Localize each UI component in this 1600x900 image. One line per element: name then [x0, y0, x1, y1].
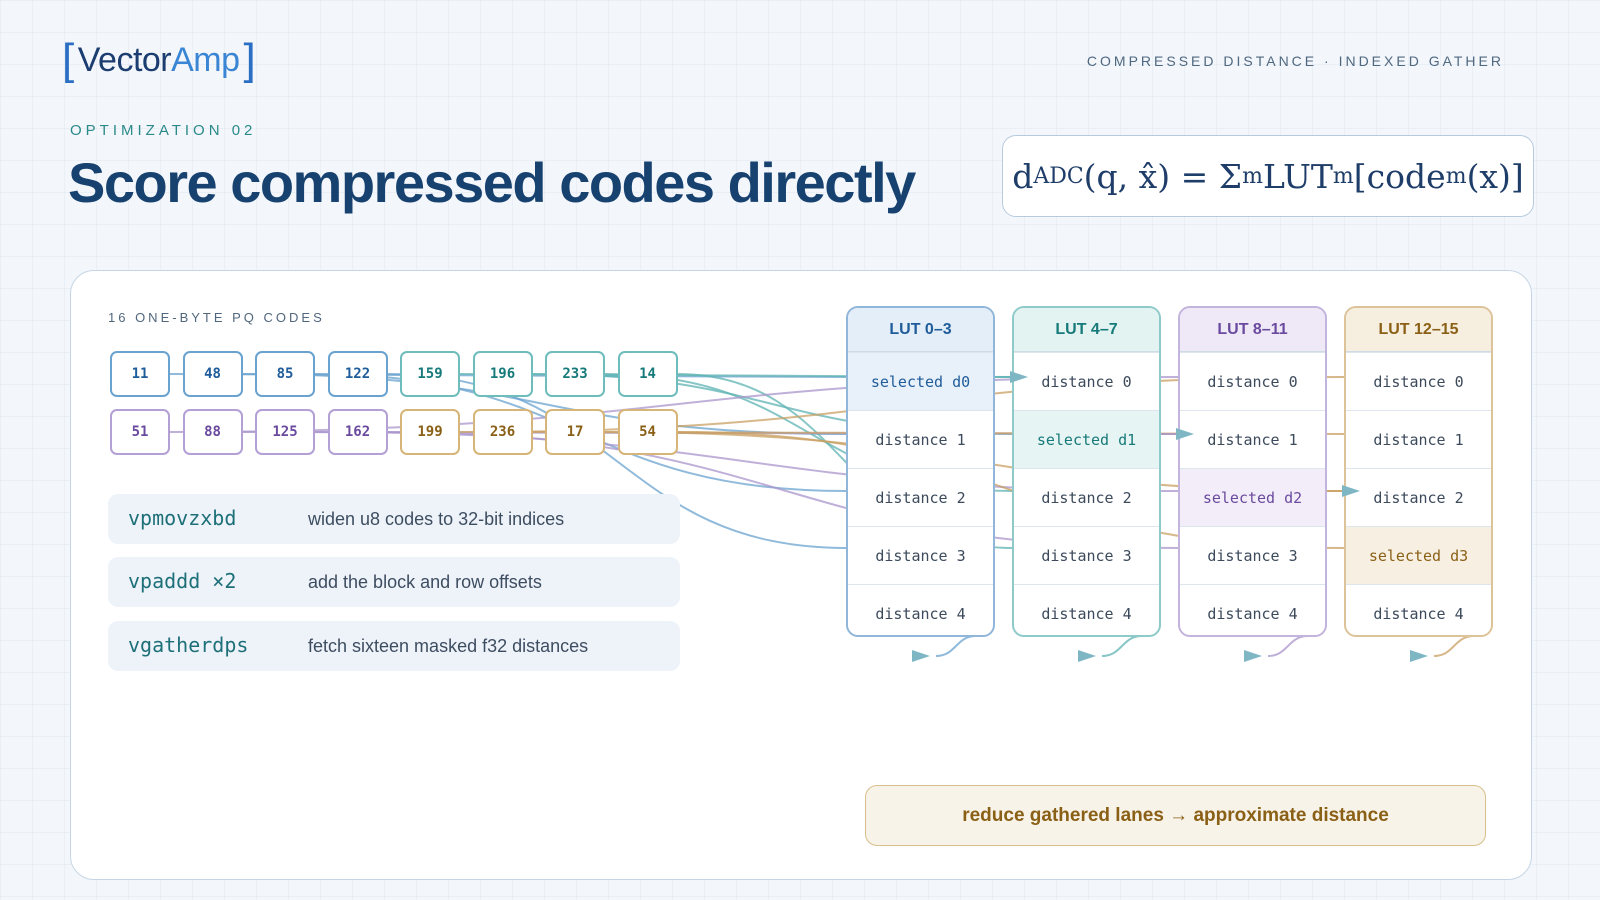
pq-code: 196 [472, 351, 533, 397]
logo-bracket-open: [ [62, 35, 74, 84]
lut-cell: distance 2 [1346, 468, 1491, 526]
arrowhead-icon [1176, 428, 1194, 440]
instruction-row: vpmovzxbd widen u8 codes to 32-bit indic… [108, 494, 680, 544]
arrowhead-icon [1010, 371, 1028, 383]
lut-cell: distance 3 [1014, 526, 1159, 584]
formula-code: [code [1353, 156, 1446, 196]
gather-wire [387, 373, 847, 549]
lut-title: LUT 8–11 [1180, 308, 1325, 352]
logo-bracket-close: ] [243, 35, 256, 84]
arrowhead-icon [1342, 485, 1360, 497]
pq-code: 17 [545, 409, 605, 455]
pq-code: 199 [400, 409, 460, 455]
formula-lut: LUT [1262, 156, 1333, 196]
lut-cell: distance 0 [1014, 352, 1159, 410]
pq-code: 11 [110, 351, 170, 397]
instruction-desc: fetch sixteen masked f32 distances [308, 636, 589, 656]
lut-cell: distance 3 [1180, 526, 1325, 584]
pq-code: 125 [255, 409, 315, 455]
formula-m2: m [1332, 163, 1354, 189]
formula-m3: m [1445, 163, 1467, 189]
codes-label: 16 ONE-BYTE PQ CODES [108, 310, 325, 325]
pq-code: 236 [472, 409, 533, 455]
lut-cell-selected: selected d3 [1346, 526, 1491, 584]
lut-cell-selected: selected d2 [1180, 468, 1325, 526]
pq-code: 233 [545, 351, 605, 397]
pq-code: 54 [617, 409, 678, 455]
reduce-step: reduce gathered lanes → approximate dist… [865, 785, 1486, 846]
pq-code: 48 [182, 351, 243, 397]
section-eyebrow: OPTIMIZATION 02 [70, 122, 257, 139]
instruction-desc: add the block and row offsets [308, 572, 542, 592]
formula-m1: m [1242, 163, 1263, 189]
lut-cell-selected: selected d0 [848, 352, 993, 410]
pq-code: 85 [255, 351, 315, 397]
arrowhead-icon [1078, 650, 1096, 662]
pq-code: 122 [327, 351, 388, 397]
lut-cell: distance 4 [848, 584, 993, 635]
page-title: Score compressed codes directly [68, 151, 916, 214]
instruction-desc: widen u8 codes to 32-bit indices [308, 509, 565, 529]
logo-word-amp: Amp [171, 40, 240, 79]
arrowhead-icon [912, 650, 930, 662]
pq-code: 14 [617, 351, 678, 397]
lut-cell: distance 4 [1014, 584, 1159, 635]
lut-cell: distance 2 [1014, 468, 1159, 526]
lut-cell: distance 1 [1346, 410, 1491, 468]
arrowhead-icon [1244, 650, 1262, 662]
lut-cell: distance 0 [1346, 352, 1491, 410]
lut-title: LUT 4–7 [1014, 308, 1159, 352]
lut-cell: distance 4 [1346, 584, 1491, 635]
pq-code: 162 [327, 409, 388, 455]
formula-d: d [1012, 156, 1034, 196]
lut-cell: distance 1 [848, 410, 993, 468]
instruction-row: vgatherdps fetch sixteen masked f32 dist… [108, 621, 680, 671]
lut-cell: distance 4 [1180, 584, 1325, 635]
lut-cell: distance 0 [1180, 352, 1325, 410]
instruction-op: vpaddd ×2 [128, 569, 237, 593]
arrowhead-icon [1410, 650, 1428, 662]
formula-args: (q, x̂) = Σ [1083, 156, 1243, 196]
pq-code: 88 [182, 409, 243, 455]
instruction-op: vpmovzxbd [128, 506, 237, 530]
formula-adc: ADC [1033, 163, 1084, 189]
pq-code: 159 [400, 351, 460, 397]
logo-word-vector: Vector [77, 40, 172, 79]
lut-title: LUT 12–15 [1346, 308, 1491, 352]
header-tag: COMPRESSED DISTANCE · INDEXED GATHER [1086, 53, 1504, 69]
instruction-op: vgatherdps [128, 633, 249, 657]
instruction-row: vpaddd ×2 add the block and row offsets [108, 557, 680, 607]
formula-tail: (x)] [1466, 156, 1524, 196]
lut-cell: distance 2 [848, 468, 993, 526]
pq-code: 51 [110, 409, 170, 455]
lut-cell: distance 1 [1180, 410, 1325, 468]
lut-cell-selected: selected d1 [1014, 410, 1159, 468]
lut-title: LUT 0–3 [848, 308, 993, 352]
lut-cell: distance 3 [848, 526, 993, 584]
